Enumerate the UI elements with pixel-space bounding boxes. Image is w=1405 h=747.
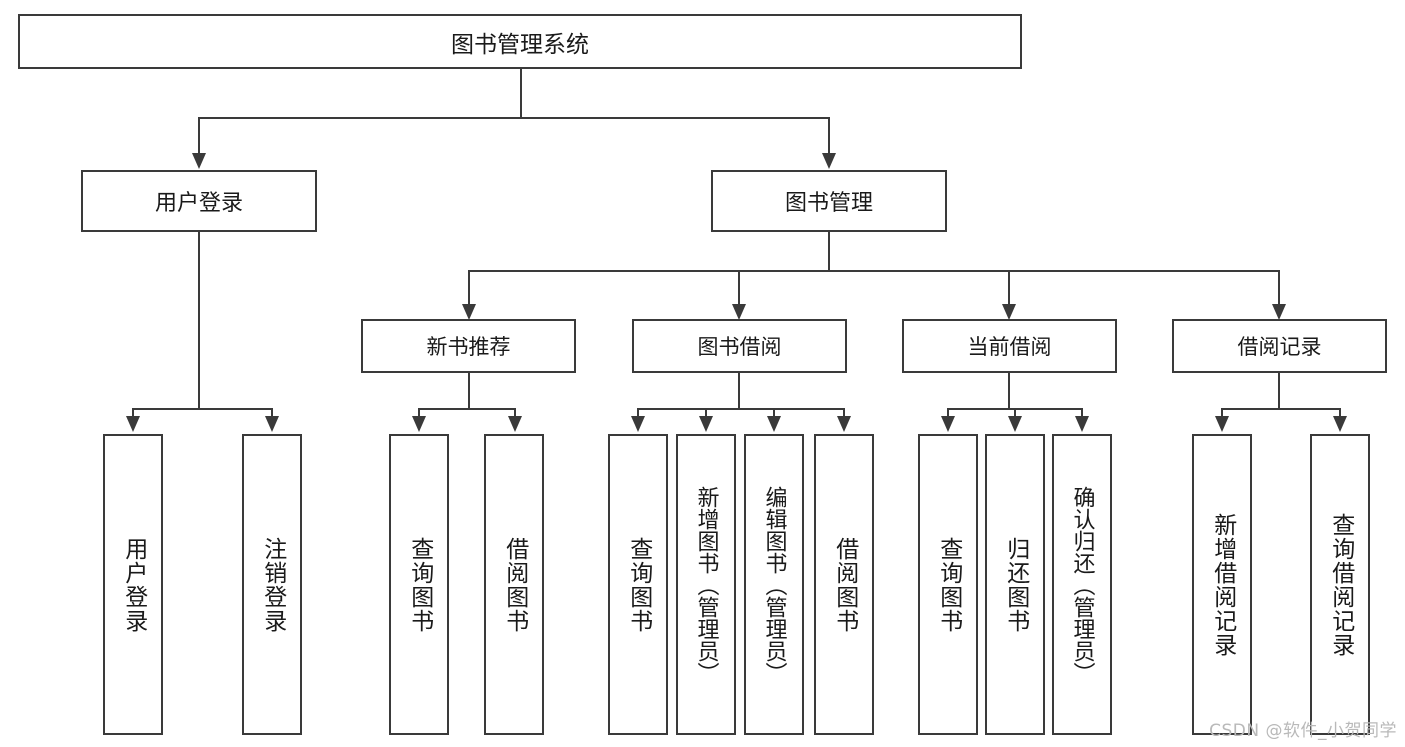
node-label: 用户登录	[120, 536, 147, 633]
connector-drop-leaf-add-book	[705, 408, 707, 418]
node-label: 归还图书	[1002, 536, 1029, 633]
node-label: 新增借阅记录	[1209, 512, 1236, 657]
node-label: 图书管理	[784, 191, 873, 216]
node-root-system[interactable]: 图书管理系统	[18, 14, 1022, 69]
connector-book-borrow-bus	[637, 408, 844, 410]
node-label: 新增图书（管理员）	[693, 485, 719, 684]
connector-level3-bus	[468, 270, 1279, 272]
node-leaf-query-book-1[interactable]: 查询图书	[389, 434, 449, 735]
arrow-leaf-borrow-book-2	[837, 416, 851, 432]
connector-drop-leaf-query-book-2	[637, 408, 639, 418]
connector-drop-leaf-query-record	[1339, 408, 1341, 418]
node-label: 图书管理系统	[451, 31, 589, 58]
connector-book-borrow-stem	[738, 373, 740, 408]
connector-drop-book-management	[828, 117, 830, 155]
node-leaf-return-book[interactable]: 归还图书	[985, 434, 1045, 735]
node-label: 新书推荐	[426, 335, 511, 359]
node-label: 借阅图书	[831, 536, 858, 633]
node-new-book-recommend[interactable]: 新书推荐	[361, 319, 576, 373]
arrow-current-borrow	[1002, 304, 1016, 320]
connector-drop-leaf-query-book-1	[418, 408, 420, 418]
node-leaf-query-book-2[interactable]: 查询图书	[608, 434, 668, 735]
arrow-leaf-confirm-return	[1075, 416, 1089, 432]
node-label: 查询图书	[625, 536, 652, 633]
node-current-borrow[interactable]: 当前借阅	[902, 319, 1117, 373]
arrow-new-book-recommend	[462, 304, 476, 320]
node-label: 图书借阅	[697, 335, 782, 359]
connector-new-book-recommend-stem	[468, 373, 470, 408]
connector-root-stem	[520, 69, 522, 117]
arrow-leaf-edit-book	[767, 416, 781, 432]
node-label: 借阅记录	[1237, 335, 1322, 359]
node-label: 查询借阅记录	[1327, 512, 1354, 657]
node-leaf-query-book-3[interactable]: 查询图书	[918, 434, 978, 735]
node-label: 查询图书	[935, 536, 962, 633]
connector-drop-leaf-return-book	[1014, 408, 1016, 418]
connector-drop-leaf-user-login	[132, 408, 134, 418]
node-leaf-borrow-book-2[interactable]: 借阅图书	[814, 434, 874, 735]
connector-drop-leaf-logout	[271, 408, 273, 418]
arrow-book-borrow	[732, 304, 746, 320]
connector-drop-borrow-record	[1278, 270, 1280, 306]
node-label: 确认归还（管理员）	[1069, 485, 1095, 684]
connector-user-login-stem	[198, 232, 200, 410]
arrow-leaf-borrow-book-1	[508, 416, 522, 432]
arrow-leaf-logout	[265, 416, 279, 432]
connector-drop-new-book-recommend	[468, 270, 470, 306]
watermark-text: CSDN @软件_小贺同学	[1209, 721, 1397, 741]
node-label: 借阅图书	[501, 536, 528, 633]
node-borrow-record[interactable]: 借阅记录	[1172, 319, 1387, 373]
node-label: 用户登录	[154, 191, 243, 216]
arrow-leaf-add-book	[699, 416, 713, 432]
connector-drop-leaf-query-book-3	[947, 408, 949, 418]
node-leaf-edit-book[interactable]: 编辑图书（管理员）	[744, 434, 804, 735]
node-book-borrow[interactable]: 图书借阅	[632, 319, 847, 373]
arrow-leaf-return-book	[1008, 416, 1022, 432]
node-leaf-add-book[interactable]: 新增图书（管理员）	[676, 434, 736, 735]
connector-book-management-stem	[828, 232, 830, 270]
arrow-user-login	[192, 153, 206, 169]
arrow-borrow-record	[1272, 304, 1286, 320]
node-leaf-logout[interactable]: 注销登录	[242, 434, 302, 735]
node-book-management[interactable]: 图书管理	[711, 170, 947, 232]
node-label: 注销登录	[259, 536, 286, 633]
connector-drop-book-borrow	[738, 270, 740, 306]
connector-drop-current-borrow	[1008, 270, 1010, 306]
connector-drop-leaf-borrow-book-1	[514, 408, 516, 418]
arrow-leaf-query-book-3	[941, 416, 955, 432]
arrow-leaf-query-book-1	[412, 416, 426, 432]
node-leaf-add-record[interactable]: 新增借阅记录	[1192, 434, 1252, 735]
arrow-leaf-query-book-2	[631, 416, 645, 432]
node-leaf-confirm-return[interactable]: 确认归还（管理员）	[1052, 434, 1112, 735]
node-leaf-query-record[interactable]: 查询借阅记录	[1310, 434, 1370, 735]
arrow-book-management	[822, 153, 836, 169]
connector-drop-leaf-confirm-return	[1081, 408, 1083, 418]
node-leaf-borrow-book-1[interactable]: 借阅图书	[484, 434, 544, 735]
connector-user-login-bus	[132, 408, 272, 410]
arrow-leaf-add-record	[1215, 416, 1229, 432]
connector-new-book-recommend-bus	[418, 408, 516, 410]
connector-drop-user-login	[198, 117, 200, 155]
connector-current-borrow-stem	[1008, 373, 1010, 408]
node-label: 当前借阅	[967, 335, 1052, 359]
node-label: 查询图书	[406, 536, 433, 633]
connector-borrow-record-bus	[1221, 408, 1340, 410]
arrow-leaf-query-record	[1333, 416, 1347, 432]
node-label: 编辑图书（管理员）	[761, 485, 787, 684]
arrow-leaf-user-login	[126, 416, 140, 432]
connector-drop-leaf-edit-book	[773, 408, 775, 418]
node-leaf-user-login[interactable]: 用户登录	[103, 434, 163, 735]
connector-level2-bus	[198, 117, 830, 119]
connector-drop-leaf-borrow-book-2	[843, 408, 845, 418]
connector-borrow-record-stem	[1278, 373, 1280, 408]
connector-drop-leaf-add-record	[1221, 408, 1223, 418]
node-user-login[interactable]: 用户登录	[81, 170, 317, 232]
